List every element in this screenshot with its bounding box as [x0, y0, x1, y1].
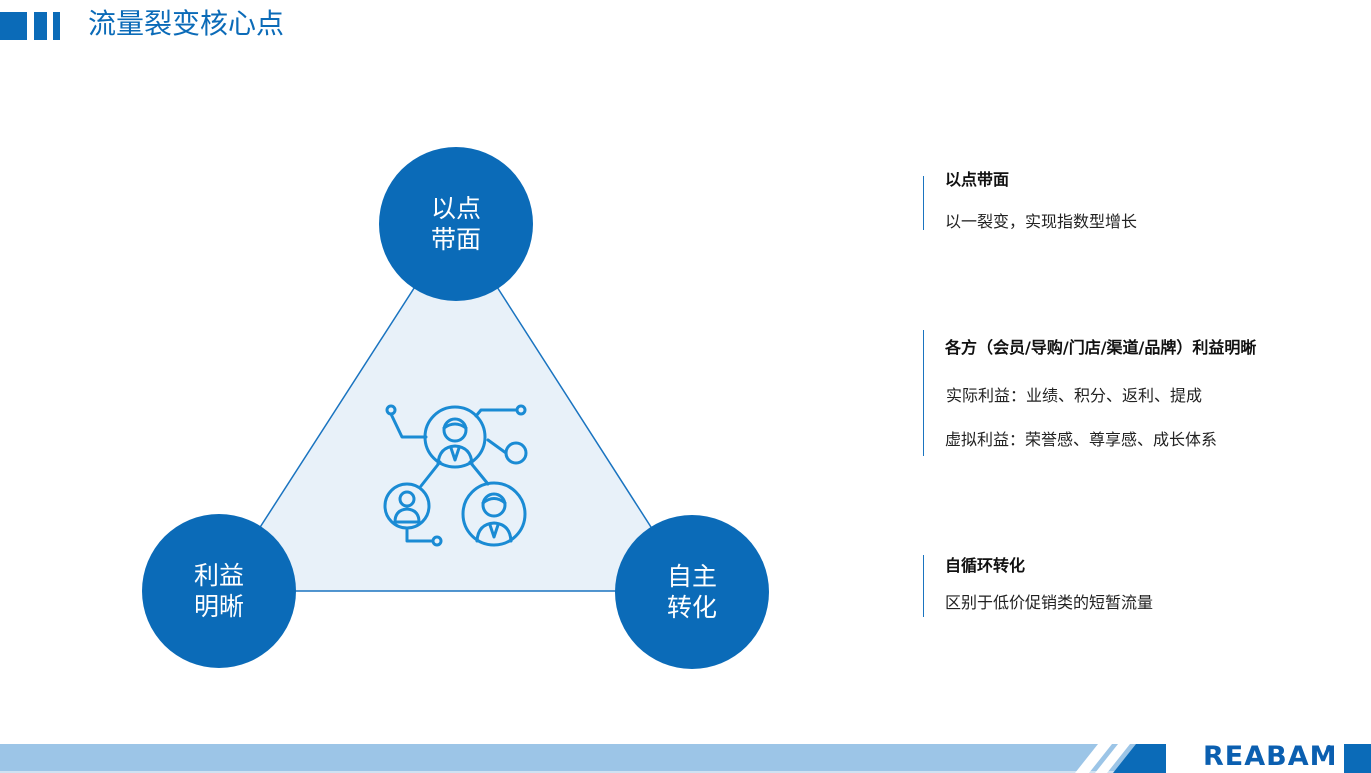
title-accent-bar: [0, 12, 27, 40]
top-circle: [379, 147, 533, 301]
network-people-icon: [383, 404, 528, 547]
point-block-3: 自循环转化 区别于低价促销类的短暂流量: [923, 555, 1153, 617]
right-circle: [615, 515, 769, 669]
point-line: 虚拟利益：荣誉感、尊享感、成长体系: [945, 430, 1218, 449]
brand-logo: REABAM: [1203, 741, 1338, 772]
registered-mark: ®: [1325, 744, 1333, 753]
left-circle-line1: 利益: [193, 561, 244, 590]
right-circle-line1: 自主: [666, 562, 717, 591]
point-line: 实际利益：业绩、积分、返利、提成: [946, 386, 1203, 405]
left-circle: [142, 514, 296, 668]
footer-stripes: [1075, 744, 1371, 773]
left-circle-line2: 明晰: [193, 592, 244, 621]
top-circle-label: 以点 带面: [379, 147, 533, 301]
left-circle-label: 利益 明晰: [142, 514, 296, 668]
point-title: 自循环转化: [945, 556, 1026, 575]
point-line: 区别于低价促销类的短暂流量: [945, 593, 1154, 612]
right-circle-line2: 转化: [666, 593, 717, 622]
point-line: 以一裂变，实现指数型增长: [945, 212, 1138, 231]
point-block-2: 各方（会员/导购/门店/渠道/品牌）利益明晰 实际利益：业绩、积分、返利、提成 …: [923, 330, 1256, 456]
top-circle-line2: 带面: [430, 225, 481, 254]
page-title: 流量裂变核心点: [88, 7, 285, 40]
right-circle-label: 自主 转化: [615, 515, 769, 669]
title-accent-bar: [53, 12, 60, 40]
point-title: 各方（会员/导购/门店/渠道/品牌）利益明晰: [945, 338, 1257, 357]
footer-divider: [0, 771, 1371, 773]
point-block-1: 以点带面 以一裂变，实现指数型增长: [923, 170, 1137, 231]
title-accent-bar: [34, 12, 47, 40]
top-circle-line1: 以点: [430, 194, 481, 223]
point-title: 以点带面: [945, 170, 1010, 189]
